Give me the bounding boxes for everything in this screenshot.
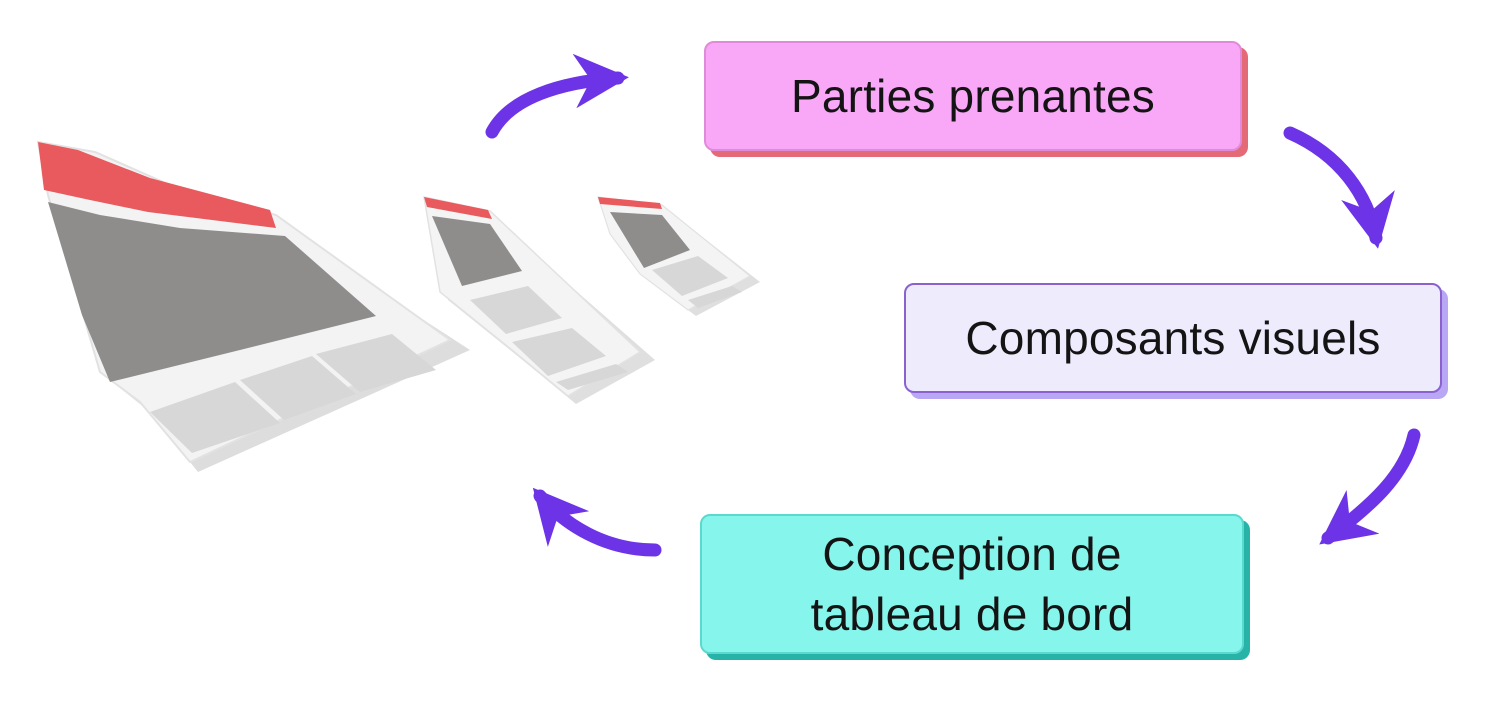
dashboard-design-label-line1: Conception de: [822, 528, 1122, 580]
arrow-to-visual: [1283, 126, 1395, 249]
dashboard-design-label: Conception de tableau de bord: [811, 524, 1134, 644]
dashboard-sheet-small-icon: [597, 196, 760, 316]
visual-components-box: Composants visuels: [904, 283, 1442, 393]
dashboard-sheet-large-icon: [36, 140, 470, 472]
cycle-arrows-icon: [485, 53, 1421, 557]
arrow-to-dashboard: [1319, 428, 1421, 545]
visual-components-label: Composants visuels: [965, 312, 1381, 364]
dashboard-design-box: Conception de tableau de bord: [700, 514, 1244, 654]
dashboard-design-label-line2: tableau de bord: [810, 588, 1134, 640]
stakeholders-box: Parties prenantes: [704, 41, 1242, 151]
arrow-to-stakeholders: [485, 53, 629, 139]
stakeholders-label: Parties prenantes: [791, 70, 1155, 122]
arrow-to-sheets: [532, 487, 662, 557]
dashboard-sheet-medium-icon: [423, 196, 655, 404]
